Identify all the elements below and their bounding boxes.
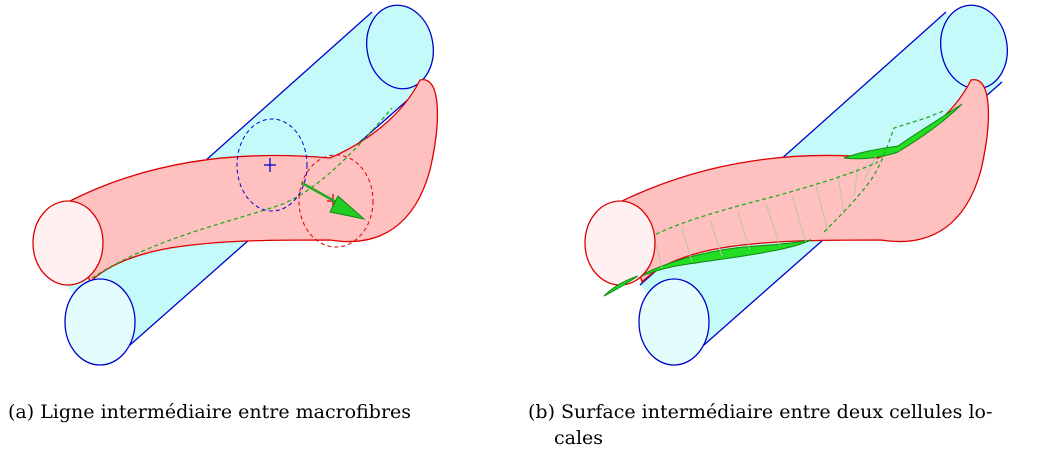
caption-a: (a) Ligne intermédiaire entre macrofibre… bbox=[8, 401, 412, 423]
diagram-a bbox=[32, 4, 438, 366]
intermediate-surface-tip bbox=[603, 275, 639, 297]
blue-center-marker bbox=[264, 158, 276, 172]
diagram-b bbox=[584, 4, 1008, 366]
caption-b: (b) Surface intermédiaire entre deux cel… bbox=[528, 399, 1023, 451]
direction-arrow bbox=[301, 181, 366, 220]
pink-cylinder-near-cap bbox=[584, 200, 656, 286]
cyan-cylinder-far-cap bbox=[366, 4, 434, 90]
pink-cylinder-body bbox=[619, 79, 989, 284]
cyan-cylinder-near-cap bbox=[64, 278, 136, 366]
cyan-cylinder-near-cap bbox=[638, 278, 710, 366]
red-cross-section bbox=[298, 154, 374, 248]
intermediate-surface-lower bbox=[603, 239, 812, 297]
intermediate-surface-upper bbox=[843, 103, 963, 160]
caption-b-line1: (b) Surface intermédiaire entre deux cel… bbox=[528, 401, 993, 423]
panel-a: (a) Ligne intermédiaire entre macrofibre… bbox=[8, 4, 438, 423]
pink-cylinder-near-cap bbox=[32, 200, 104, 286]
intermediate-line bbox=[91, 107, 393, 279]
blue-cross-section bbox=[236, 118, 308, 212]
pink-cylinder-body bbox=[67, 79, 438, 284]
caption-b-line2: cales bbox=[554, 427, 604, 449]
panel-b: (b) Surface intermédiaire entre deux cel… bbox=[526, 0, 1052, 459]
